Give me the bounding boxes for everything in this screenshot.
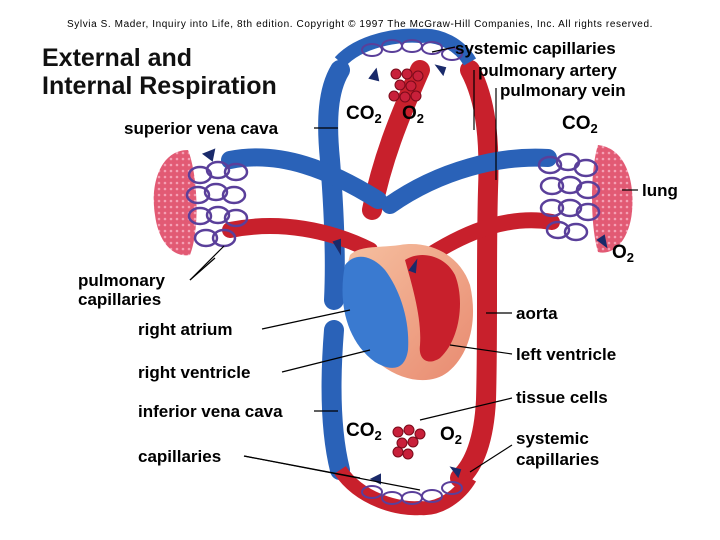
- label-pulmonary-vein: pulmonary vein: [500, 81, 626, 100]
- label-pulmonary-artery: pulmonary artery: [478, 61, 617, 80]
- pulmonary-artery-right-vessel: [381, 148, 557, 214]
- label-left-ventricle: left ventricle: [516, 345, 617, 364]
- pulmonary-artery-left-vessel: [221, 148, 387, 209]
- label-systemic-capillaries-bottom-line2: capillaries: [516, 450, 600, 469]
- label-systemic-capillaries-bottom-line1: systemic: [516, 429, 589, 448]
- page-title: External and Internal Respiration: [42, 44, 277, 100]
- label-pulmonary-capillaries-line1: pulmonary: [78, 271, 165, 290]
- right-heart-chambers: [342, 256, 409, 368]
- inferior-vena-cava-vessel: [321, 320, 350, 480]
- pulmonary-vein-right-vessel: [422, 212, 560, 263]
- label-inferior-vena-cava: inferior vena cava: [138, 402, 283, 421]
- gas-top-o2: O2: [402, 103, 425, 126]
- superior-vena-cava-vessel: [318, 60, 350, 310]
- top-capillary-bed: [334, 28, 477, 68]
- leader-lines: [189, 46, 638, 491]
- flow-arrows: [201, 64, 608, 485]
- left-heart-chambers: [405, 255, 460, 362]
- right-pulmonary-capillaries: [537, 152, 601, 242]
- label-systemic-capillaries-top: systemic capillaries: [455, 39, 616, 58]
- right-lung: [592, 145, 633, 253]
- gas-right-o2: O2: [612, 242, 635, 265]
- top-tissue-cells: [388, 68, 424, 103]
- left-lung: [153, 150, 197, 256]
- aorta-vessel: [450, 60, 499, 488]
- gas-right-co2: CO2: [562, 113, 598, 136]
- pulmonary-vein-left-vessel: [222, 218, 378, 258]
- label-pulmonary-capillaries-line2: capillaries: [78, 290, 162, 309]
- gas-bottom-o2: O2: [440, 424, 463, 447]
- label-capillaries: capillaries: [138, 447, 222, 466]
- label-right-atrium: right atrium: [138, 320, 233, 339]
- title-line-1: External and: [42, 44, 193, 72]
- label-right-ventricle: right ventricle: [138, 363, 251, 382]
- top-capillary-mesh: [361, 39, 463, 61]
- gas-top-co2: CO2: [346, 103, 382, 126]
- label-superior-vena-cava: superior vena cava: [124, 119, 279, 138]
- bottom-capillary-mesh: [361, 481, 463, 505]
- label-tissue-cells: tissue cells: [516, 388, 608, 407]
- label-lung: lung: [642, 181, 678, 200]
- gas-bottom-co2: CO2: [346, 420, 382, 443]
- copyright-notice: Sylvia S. Mader, Inquiry into Life, 8th …: [67, 19, 653, 30]
- label-aorta: aorta: [516, 304, 558, 323]
- bottom-tissue-cells: [392, 424, 426, 460]
- title-line-2: Internal Respiration: [42, 72, 277, 100]
